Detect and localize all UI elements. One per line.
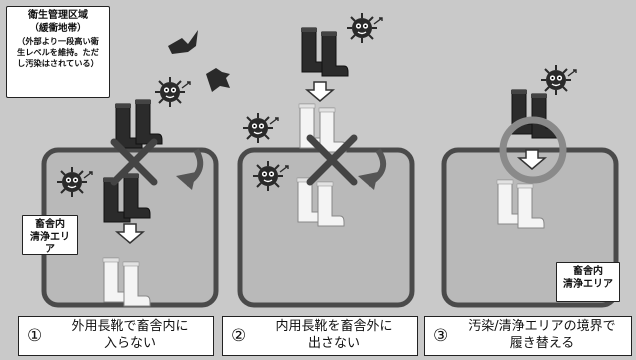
caption-line: 履き替える	[509, 336, 575, 351]
area-label-line: 清浄エリア	[30, 231, 70, 256]
caption-text: 汚染/清浄エリアの境界で 履き替える	[459, 319, 631, 353]
cross-icon	[306, 134, 358, 186]
caption-line: 汚染/清浄エリアの境界で	[468, 319, 616, 335]
down-arrow-icon	[306, 81, 334, 102]
caption-line: 外用長靴で畜舎内に	[71, 319, 189, 335]
cross-icon	[110, 138, 158, 186]
zone-note-line: し汚染はされている）	[17, 57, 99, 68]
dark-boots-icon	[510, 89, 559, 139]
caption-rule-1: ① 外用長靴で畜舎内に 入らない	[18, 316, 214, 356]
germ-icon	[242, 112, 279, 144]
area-label-line: 清浄エリア	[563, 278, 613, 290]
area-label-line: 畜舎内	[35, 219, 65, 230]
caption-line: 出さない	[307, 336, 360, 351]
area-label-line: 畜舎内	[573, 266, 603, 277]
zone-note-line: 生レベルを維持。ただ	[17, 47, 99, 58]
bird-icon	[168, 30, 198, 54]
caption-line: 入らない	[103, 336, 156, 351]
buffer-zone-note: 衛生管理区域 （緩衝地帯） （外部より一段高い衛 生レベルを維持。ただ し汚染は…	[6, 6, 110, 98]
dark-boots-icon	[300, 27, 349, 77]
caption-number: ②	[231, 326, 247, 346]
curved-arrow-head	[358, 172, 378, 190]
germ-icon	[540, 64, 577, 96]
caption-number: ①	[27, 326, 43, 346]
caption-number: ③	[433, 326, 449, 346]
caption-rule-2: ② 内用長靴を畜舎外に 出さない	[222, 316, 418, 356]
caption-text: 外用長靴で畜舎内に 入らない	[53, 319, 213, 353]
caption-text: 内用長靴を畜舎外に 出さない	[257, 319, 417, 353]
zone-title: 衛生管理区域	[28, 10, 88, 21]
circle-icon	[499, 116, 567, 184]
germ-icon	[154, 76, 191, 108]
germ-icon	[346, 12, 383, 44]
white-boots-icon	[298, 103, 347, 153]
zone-note-line: （外部より一段高い衛	[17, 36, 99, 47]
zone-description: （外部より一段高い衛 生レベルを維持。ただ し汚染はされている）	[7, 36, 109, 68]
curved-arrow-head	[176, 172, 196, 190]
clean-area-label: 畜舎内 清浄エリア	[22, 215, 78, 255]
bird-icon	[206, 68, 230, 92]
caption-rule-3: ③ 汚染/清浄エリアの境界で 履き替える	[424, 316, 632, 356]
caption-line: 内用長靴を畜舎外に	[275, 319, 393, 335]
clean-area-label: 畜舎内 清浄エリア	[556, 262, 620, 302]
zone-subtitle: （緩衝地帯）	[29, 22, 87, 34]
